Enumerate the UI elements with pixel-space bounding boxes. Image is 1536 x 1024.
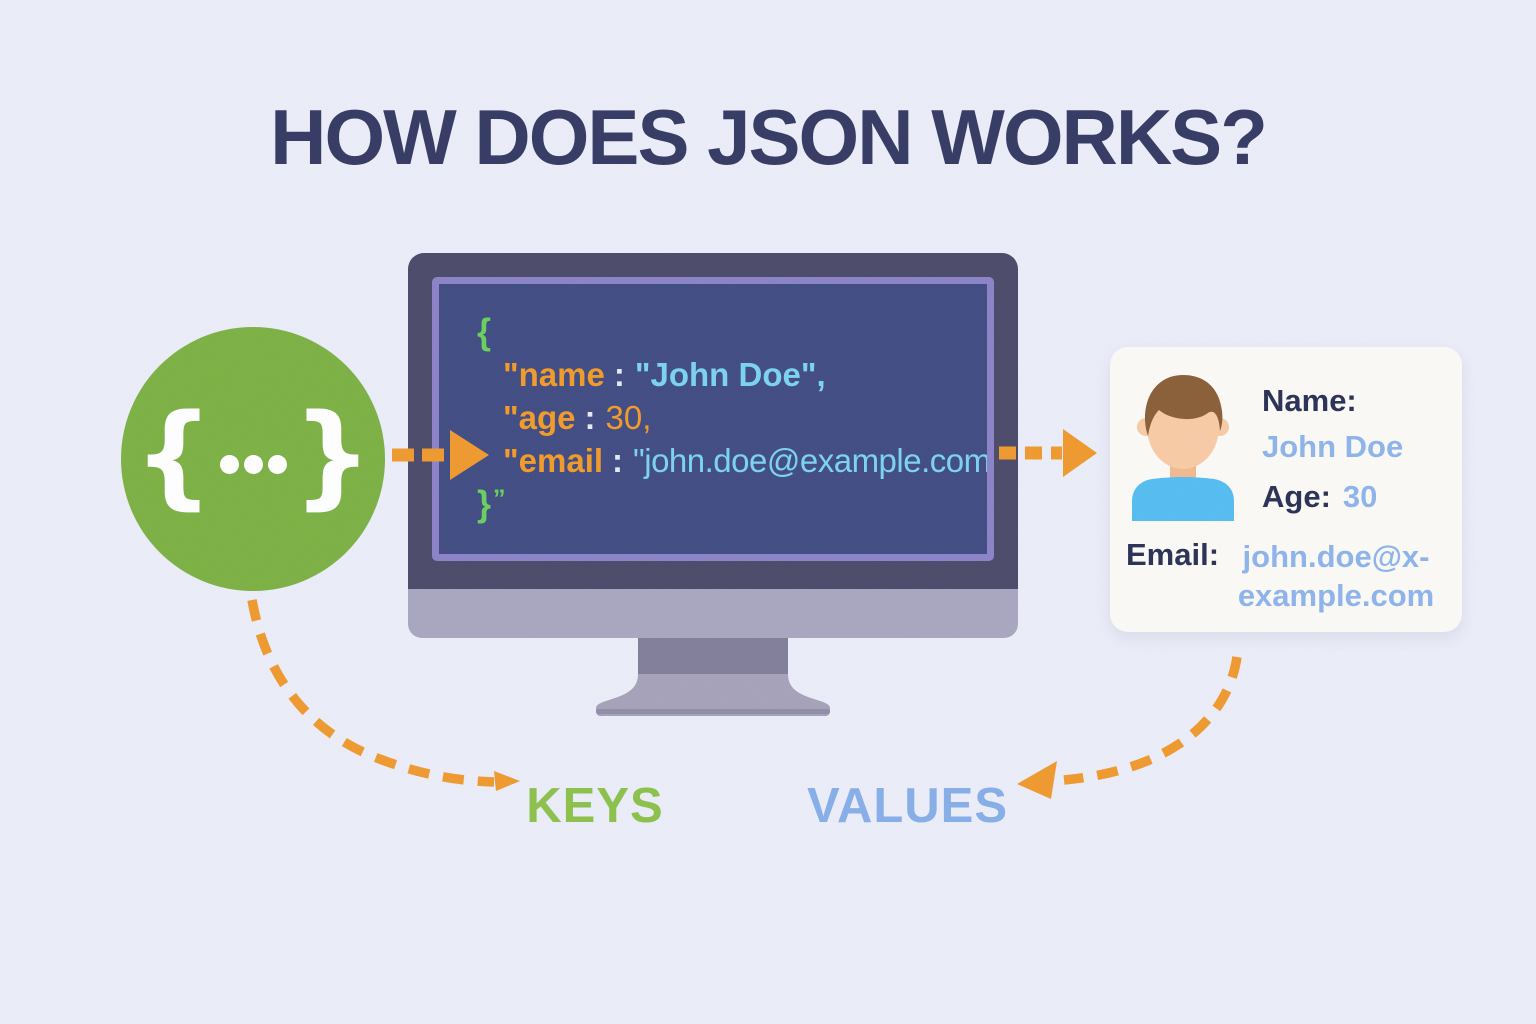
monitor: { "name:"John Doe", "age:30, "email:"joh… bbox=[408, 253, 1018, 716]
page-title: HOW DOES JSON WORKS? bbox=[270, 93, 1268, 181]
json-braces-icon: { } bbox=[121, 327, 385, 591]
monitor-screen: { "name:"John Doe", "age:30, "email:"joh… bbox=[439, 284, 987, 554]
json-key-name: "name bbox=[503, 356, 605, 393]
ellipsis-dots-icon bbox=[219, 454, 287, 474]
json-value-name: "John Doe", bbox=[634, 356, 826, 393]
arrow-card-to-values-icon bbox=[1017, 656, 1242, 799]
values-label: VALUES bbox=[806, 779, 1009, 833]
colon: : bbox=[584, 399, 596, 436]
monitor-stand bbox=[596, 638, 830, 716]
close-quote-glyph: ” bbox=[493, 485, 506, 513]
name-label: Name: bbox=[1262, 383, 1357, 418]
code-line-email: "email:"john.doe@example.com bbox=[503, 439, 987, 482]
profile-card: Name: John Doe Age: 30 Email: john.doe@x… bbox=[1110, 347, 1462, 632]
age-value: 30 bbox=[1342, 479, 1378, 514]
code-open-brace: { bbox=[477, 311, 492, 352]
right-brace-glyph: } bbox=[292, 391, 373, 521]
age-row: Age: 30 bbox=[1262, 479, 1454, 515]
email-value: john.doe@x-example.com bbox=[1237, 539, 1435, 613]
monitor-bezel: { "name:"John Doe", "age:30, "email:"joh… bbox=[432, 277, 994, 561]
monitor-frame: { "name:"John Doe", "age:30, "email:"joh… bbox=[408, 253, 1018, 589]
email-row: Email: john.doe@x-example.com bbox=[1126, 537, 1448, 615]
person-avatar-icon bbox=[1132, 375, 1234, 521]
profile-info: Name: John Doe Age: 30 bbox=[1262, 383, 1454, 515]
colon: : bbox=[612, 442, 624, 479]
code-line-age: "age:30, bbox=[503, 396, 987, 439]
keys-label: KEYS bbox=[526, 779, 664, 833]
json-code-block: { "name:"John Doe", "age:30, "email:"joh… bbox=[439, 284, 987, 530]
email-label: Email: bbox=[1126, 537, 1220, 572]
colon: : bbox=[613, 356, 625, 393]
json-key-age: "age bbox=[503, 399, 576, 436]
json-value-email: "john.doe@example.com bbox=[633, 442, 987, 479]
age-label: Age: bbox=[1262, 479, 1331, 514]
json-value-age: 30, bbox=[605, 399, 652, 436]
monitor-chin bbox=[408, 589, 1018, 638]
json-key-email: "email bbox=[503, 442, 604, 479]
code-close-brace: }” bbox=[477, 482, 987, 530]
close-brace-glyph: } bbox=[477, 483, 492, 524]
name-value: John Doe bbox=[1262, 429, 1404, 464]
code-line-name: "name:"John Doe", bbox=[503, 353, 987, 396]
left-brace-glyph: { bbox=[133, 391, 214, 521]
